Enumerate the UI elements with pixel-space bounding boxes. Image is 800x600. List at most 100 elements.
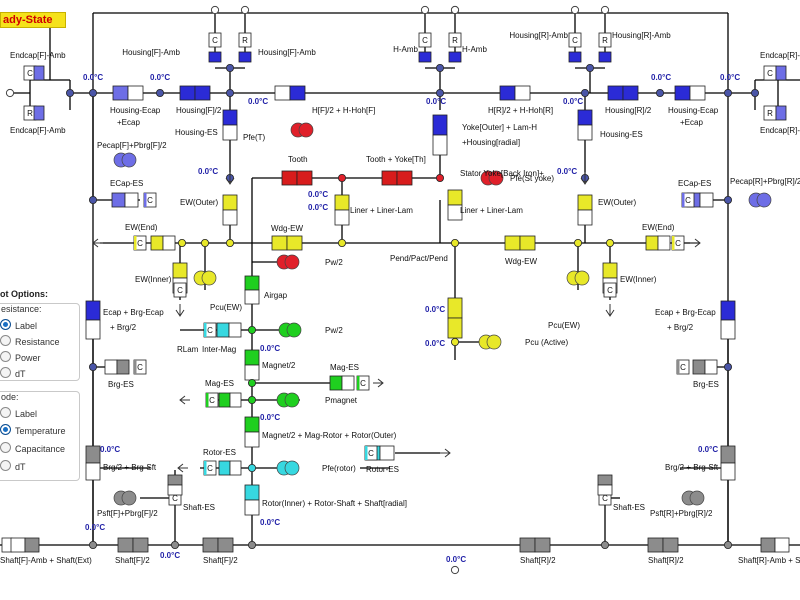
capacitor-symbol: C [209,396,215,405]
label-pw_2_top: Pw/2 [325,258,343,267]
label-ecap_brg_ecap_r_2: + Brg/2 [667,323,694,332]
resistor-section [447,204,463,221]
resistance-option-dt[interactable]: dT [0,367,26,379]
resistor-section [577,194,593,211]
ambient-node [240,5,250,15]
stator-liner-resistor [447,189,463,221]
pcu-ew-r-source [566,270,590,286]
node-option-label[interactable]: Label [0,407,37,419]
label-pfe_t: Pfe(T) [243,133,266,142]
label-shaft_es_r: Shaft-ES [613,503,645,512]
cap-ecap-es-f: C [143,192,157,208]
inter-mag-resistor [216,322,242,338]
housing-r-resistor [607,85,639,101]
resistor-section [271,235,288,251]
radio-icon [0,335,11,346]
resistor-symbol: R [602,36,608,45]
ew-end-f-resistor [150,235,176,251]
label-wdg_ew_top: Wdg-EW [271,224,303,233]
ecap-brg-f-resistor [85,300,101,340]
capacitor-symbol: C [207,464,213,473]
loss-circle [689,490,705,506]
node-dot [581,89,590,98]
resistor-section [222,124,238,141]
capacitor-band [682,193,685,207]
label-inter_mag: Inter-Mag [202,345,236,354]
resistance-option-label[interactable]: Label [0,319,37,331]
capacitor-band [204,323,207,337]
resistor-section [689,85,706,101]
cap-rotor-es-right: C [364,445,378,461]
resistor-section [10,537,26,553]
yoke-outer-resistor [432,114,448,156]
capacitor-band [144,193,147,207]
cap-ew-end-r: C [671,235,685,251]
node-option-dt[interactable]: dT [0,460,26,472]
resistor-section [216,322,230,338]
label-shaft_es_f: Shaft-ES [183,503,215,512]
resistance-option-resistance[interactable]: Resistance [0,335,60,347]
mag-es-right-resistor [329,375,355,391]
capacitor-band [677,360,680,374]
resistor-section [289,85,306,101]
radio-icon [0,460,11,471]
capacitor-band [206,393,209,407]
cap-brg-es-r: C [676,359,690,375]
resistor-section [396,170,413,186]
resistor-section [281,170,298,186]
brg-sft-r-resistor [720,445,736,481]
node-group: ode: Label Temperature Capacitance dT [0,391,80,481]
resistor-section [519,235,536,251]
ground-arrow-icon [580,172,590,185]
ground-arrow-icon [373,378,384,388]
node-option-temperature[interactable]: Temperature [0,424,66,436]
label-tooth_yoke: Tooth + Yoke[Th] [366,155,426,164]
loss-circle [574,270,590,286]
capacitor-band [204,461,207,475]
resistor-section [534,537,551,553]
pw-2-mid-source [278,322,302,338]
label-housing_ecap_r_2: +Ecap [680,118,703,127]
winding-node [337,238,346,247]
node-dot [225,89,234,98]
label-housing_f_amb_right: Housing[F]-Amb [258,48,316,57]
cap-ew-inner-r: C [603,282,617,298]
resistance-option-power[interactable]: Power [0,351,41,363]
resistance-group-heading: esistance: [1,304,42,314]
resistor-section [647,537,664,553]
resistor-section [692,359,706,375]
housing-es-r-resistor [577,109,593,141]
capacitor-symbol: C [675,239,681,248]
label-tooth: Tooth [288,155,308,164]
capacitor-box [418,32,432,48]
ambient-node [420,5,430,15]
label-endcap_r_amb_bottom: Endcap[R]-Amb [760,126,800,135]
node-dot [724,89,733,98]
resistor-section [447,317,463,339]
node-temp: 0.0°C [260,518,280,527]
resistor-section [379,445,395,461]
winding-node [450,238,459,247]
endcap-band [33,65,45,81]
winding-node [450,337,459,346]
label-yoke_outer_1: Yoke[Outer] + Lam-H [462,123,537,132]
capacitor-symbol: C [572,36,578,45]
wdg-ew-r-resistor [504,235,536,251]
resistor-section [674,85,691,101]
node-temp: 0.0°C [198,167,218,176]
resistor-section [167,474,183,486]
capacitor-box [173,282,187,298]
capacitor-symbol: C [602,494,608,503]
node-option-capacitance[interactable]: Capacitance [0,442,65,454]
ground-arrow-icon [225,172,235,185]
resistor-section [499,85,516,101]
node-dot [89,362,98,371]
label-stator_yoke_1: Stator Yoke[Back Iron]+ [460,169,544,178]
shaft-r-resistor-b [647,537,679,553]
winding-node [200,238,209,247]
resistor-section [657,235,671,251]
label-brg_sft_r: Brg/2 + Brg-Sft [665,463,719,472]
label-housing_es_f: Housing-ES [175,128,218,137]
ground-arrow-icon [177,463,188,473]
